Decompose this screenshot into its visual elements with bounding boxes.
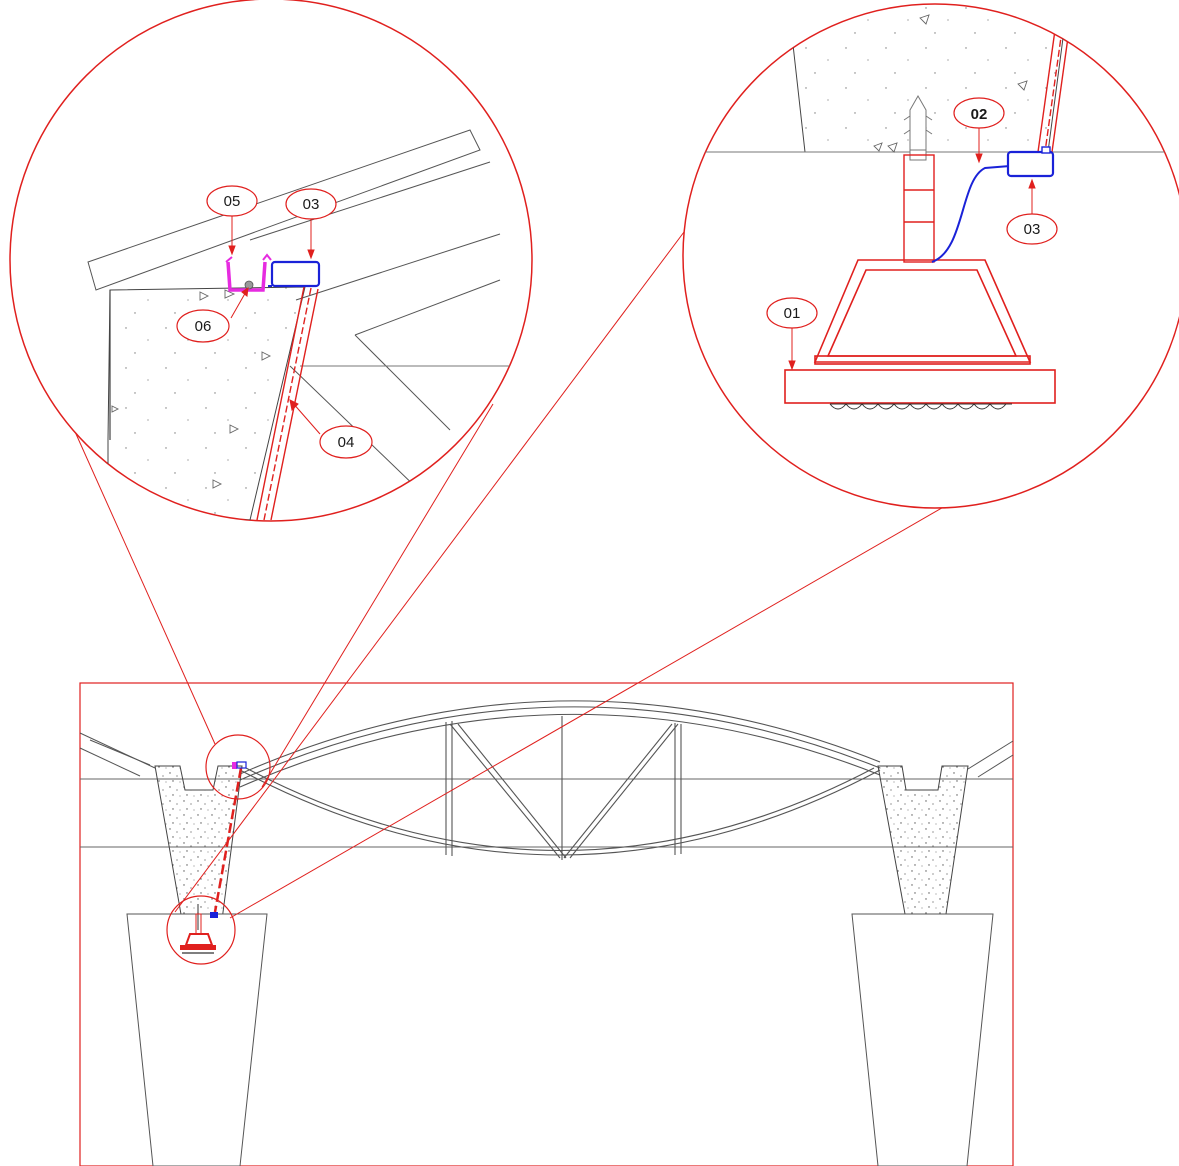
label-03-right: 03 [1006,213,1058,245]
svg-text:04: 04 [338,434,355,451]
column-right [851,913,994,1166]
callout-circle-bottom [166,895,236,965]
bracket-elevation [232,762,237,769]
roof-slope-right [967,740,1014,778]
label-04: 04 [319,425,373,459]
label-02: 02 [953,97,1005,129]
downpipe-elevation [213,767,243,913]
clamp-elevation-bottom [210,912,218,918]
pipe-clamp-detail [270,260,321,288]
fixing-bolt [244,280,254,290]
callout-connectors [71,227,1007,919]
elevation-frame [79,682,1014,1166]
callout-circle-top [205,734,271,800]
detail-right: 02 03 01 [682,3,1179,509]
label-03-left: 03 [285,188,337,220]
support-stem [903,154,935,263]
roof-slope-left [79,732,156,777]
svg-text:05: 05 [224,193,241,210]
base-fixture [784,259,1056,404]
gutter-right [877,765,969,915]
column-left [126,913,268,1166]
clamp-elevation-top [236,761,247,769]
label-05: 05 [206,185,258,217]
svg-text:06: 06 [195,318,212,335]
elevation-view [79,682,1014,1166]
pipe-clamp [1006,150,1055,178]
label-06: 06 [176,309,230,343]
label-01: 01 [766,297,818,329]
svg-text:02: 02 [971,106,988,123]
base-fixture-elevation [180,904,216,954]
earth-cable [931,165,1011,263]
gutter-left [154,765,243,921]
detail-left: 05 03 06 04 [9,0,533,522]
rubber-feet [829,403,1012,410]
svg-text:03: 03 [1024,221,1041,238]
svg-text:01: 01 [784,305,801,322]
svg-text:03: 03 [303,196,320,213]
arched-truss [239,700,881,860]
